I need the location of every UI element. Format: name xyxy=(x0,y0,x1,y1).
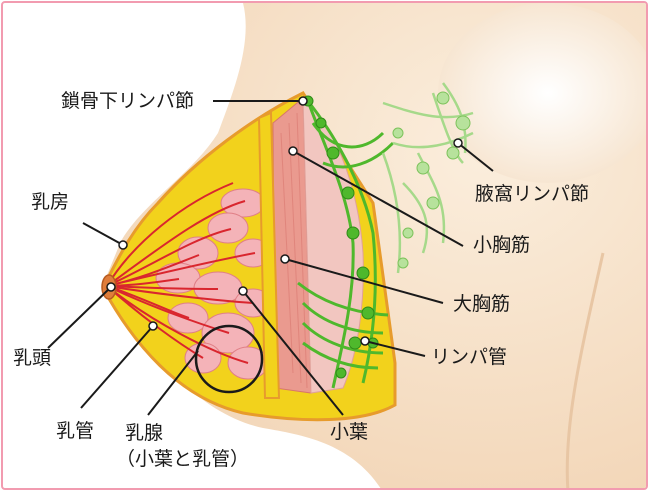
breast-anatomy-illustration xyxy=(3,3,648,490)
label-nipple: 乳頭 xyxy=(13,347,51,369)
label-breast: 乳房 xyxy=(31,191,69,213)
label-pectoralis-minor: 小胸筋 xyxy=(473,234,530,256)
label-subclavian-node: 鎖骨下リンパ節 xyxy=(61,90,194,112)
label-duct: 乳管 xyxy=(56,420,94,442)
label-axillary-node: 腋窩リンパ節 xyxy=(475,183,589,205)
label-lymph-vessel: リンパ管 xyxy=(431,346,507,368)
label-mammary-gland-sub: （小葉と乳管） xyxy=(116,447,249,471)
label-pectoralis-major: 大胸筋 xyxy=(453,293,510,315)
label-lobule: 小葉 xyxy=(330,421,368,443)
label-mammary-gland: 乳腺 xyxy=(125,421,163,445)
